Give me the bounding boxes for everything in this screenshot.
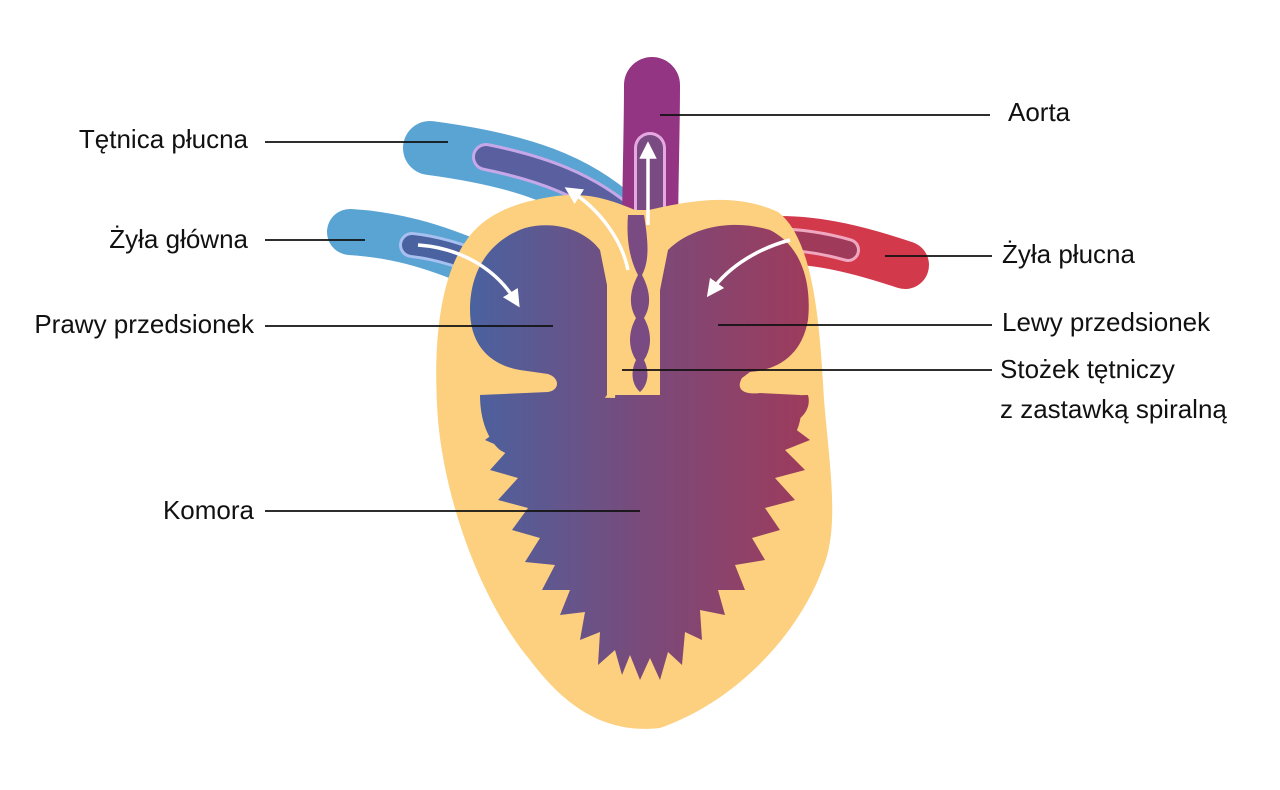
leader-lines	[265, 114, 992, 512]
blood-flow-arrows	[417, 141, 791, 308]
flow-arrow-into-left-atrium	[706, 238, 791, 298]
label-right-atrium: Prawy przedsionek	[34, 309, 255, 339]
label-conus-line1: Stożek tętniczy	[1000, 354, 1175, 384]
label-main-vein: Żyła główna	[109, 224, 248, 254]
flow-arrow-into-right-atrium	[417, 243, 520, 308]
heart-chambers	[470, 224, 810, 680]
label-aorta: Aorta	[1008, 97, 1071, 127]
conus-arteriosus	[612, 210, 660, 395]
labels: Tętnica płucna Żyła główna Prawy przedsi…	[34, 97, 1227, 525]
label-conus-line2: z zastawką spiralną	[1000, 394, 1227, 424]
label-ventricle: Komora	[163, 495, 255, 525]
label-pulmonary-artery: Tętnica płucna	[79, 124, 249, 154]
ventricle-chamber	[483, 360, 810, 680]
flow-arrow-to-pulmonary-artery	[564, 187, 630, 271]
label-pulmonary-vein: Żyła płucna	[1002, 239, 1135, 269]
label-left-atrium: Lewy przedsionek	[1002, 307, 1211, 337]
conus-lumen	[627, 215, 650, 392]
